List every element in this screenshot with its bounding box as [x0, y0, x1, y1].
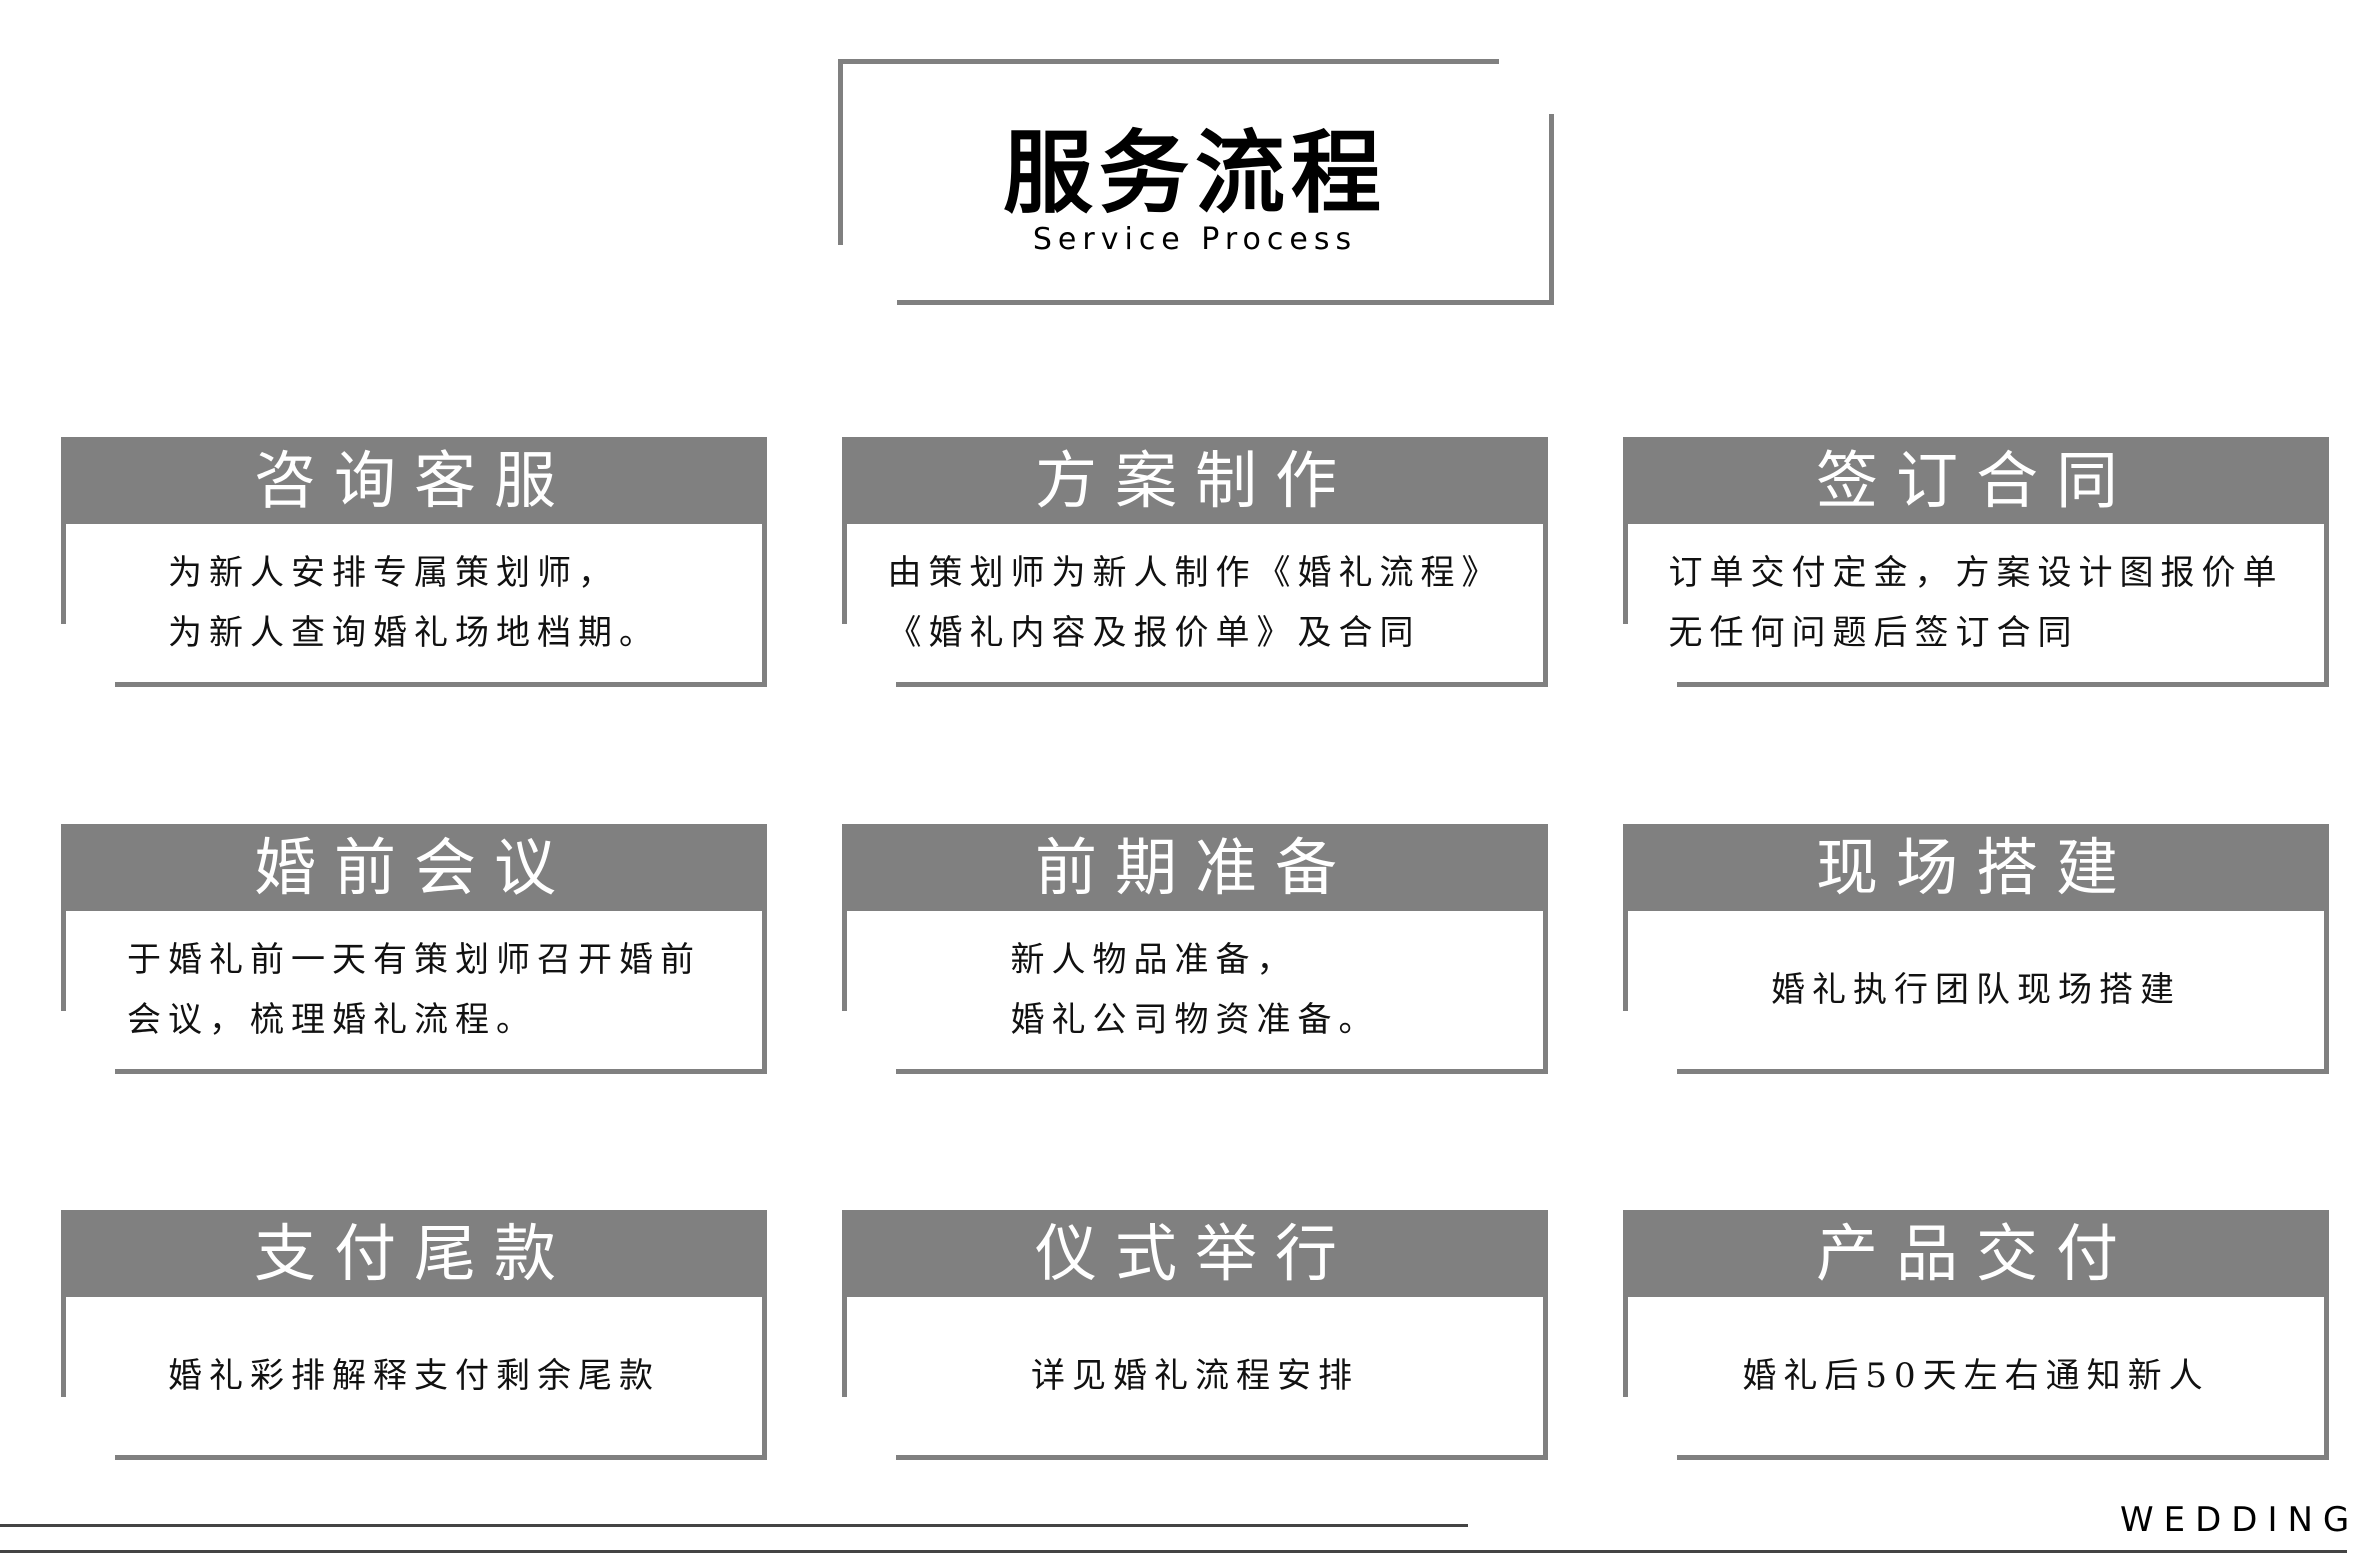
card-border-right: [2324, 911, 2329, 1074]
step-description: 由策划师为新人制作《婚礼流程》《婚礼内容及报价单》及合同: [888, 543, 1503, 663]
card-border-bottom: [1677, 682, 2329, 687]
card-border-right: [762, 1297, 767, 1460]
card-border-bottom: [1677, 1455, 2329, 1460]
card-border-bottom: [896, 682, 1548, 687]
page-subtitle: Service Process: [1032, 222, 1358, 257]
card-border-bottom: [115, 1069, 767, 1074]
step-card: 产品交付 婚礼后50天左右通知新人: [1623, 1210, 2329, 1460]
step-body: 婚礼执行团队现场搭建: [1631, 911, 2321, 1069]
page-title: 服务流程: [1003, 121, 1387, 226]
step-title: 方案制作: [842, 437, 1548, 524]
card-border-bottom: [1677, 1069, 2329, 1074]
step-description: 婚礼彩排解释支付剩余尾款: [168, 1346, 660, 1406]
card-border-left: [61, 1297, 66, 1397]
card-border-left: [1623, 911, 1628, 1011]
card-border-right: [1543, 1297, 1548, 1460]
step-title: 现场搭建: [1623, 824, 2329, 911]
card-border-bottom: [896, 1455, 1548, 1460]
card-border-left: [61, 524, 66, 624]
step-body: 订单交付定金，方案设计图报价单无任何问题后签订合同: [1631, 524, 2321, 682]
card-border-right: [762, 911, 767, 1074]
step-description-line: 详见婚礼流程安排: [1031, 1356, 1359, 1396]
step-description: 详见婚礼流程安排: [1031, 1346, 1359, 1406]
title-frame-left: [838, 59, 843, 245]
step-card: 仪式举行 详见婚礼流程安排: [842, 1210, 1548, 1460]
card-border-bottom: [896, 1069, 1548, 1074]
step-body: 为新人安排专属策划师， 为新人查询婚礼场地档期。: [69, 524, 759, 682]
step-description: 为新人安排专属策划师， 为新人查询婚礼场地档期。: [168, 543, 660, 663]
step-body: 新人物品准备， 婚礼公司物资准备。: [850, 911, 1540, 1069]
step-description-line: 新人物品准备，: [1010, 940, 1298, 980]
card-border-left: [842, 911, 847, 1011]
card-border-left: [842, 524, 847, 624]
card-border-bottom: [115, 1455, 767, 1460]
step-card: 支付尾款 婚礼彩排解释支付剩余尾款: [61, 1210, 767, 1460]
step-description-line: 为新人安排专属策划师，: [168, 553, 619, 593]
step-description-line: 婚礼公司物资准备。: [1010, 1000, 1380, 1040]
card-border-left: [1623, 1297, 1628, 1397]
step-body: 由策划师为新人制作《婚礼流程》《婚礼内容及报价单》及合同: [850, 524, 1540, 682]
step-description-line: 为新人查询婚礼场地档期。: [168, 613, 660, 653]
step-description-line: 婚礼执行团队现场搭建: [1771, 970, 2181, 1010]
step-card: 婚前会议 于婚礼前一天有策划师召开婚前会议，梳理婚礼流程。: [61, 824, 767, 1074]
step-card: 签订合同 订单交付定金，方案设计图报价单无任何问题后签订合同: [1623, 437, 2329, 687]
card-border-right: [762, 524, 767, 687]
step-title: 前期准备: [842, 824, 1548, 911]
footer-label: WEDDING: [2120, 1500, 2360, 1540]
step-description-line: 无任何问题后签订合同: [1668, 613, 2079, 653]
card-border-bottom: [115, 682, 767, 687]
step-body: 婚礼彩排解释支付剩余尾款: [69, 1297, 759, 1455]
step-description: 婚礼后50天左右通知新人: [1742, 1346, 2209, 1406]
step-description: 于婚礼前一天有策划师召开婚前会议，梳理婚礼流程。: [127, 930, 701, 1050]
title-frame-right: [1549, 114, 1554, 304]
card-border-left: [1623, 524, 1628, 624]
card-border-right: [1543, 524, 1548, 687]
card-border-right: [2324, 524, 2329, 687]
step-body: 婚礼后50天左右通知新人: [1631, 1297, 2321, 1455]
step-description-line: 婚礼彩排解释支付剩余尾款: [168, 1356, 660, 1396]
footer-line-top: [0, 1524, 1468, 1527]
step-description: 新人物品准备， 婚礼公司物资准备。: [1011, 930, 1380, 1050]
card-border-right: [1543, 911, 1548, 1074]
step-title: 产品交付: [1623, 1210, 2329, 1297]
step-description-line: 于婚礼前一天有策划师召开婚前: [127, 940, 701, 980]
step-card: 前期准备 新人物品准备， 婚礼公司物资准备。: [842, 824, 1548, 1074]
step-description-line: 婚礼后50天左右通知新人: [1742, 1356, 2210, 1396]
footer-line-bottom: [0, 1550, 2347, 1553]
step-description-line: 订单交付定金，方案设计图报价单: [1668, 553, 2284, 593]
card-border-left: [61, 911, 66, 1011]
title-frame-top: [838, 59, 1499, 64]
step-description-line: 会议，梳理婚礼流程。: [127, 1000, 537, 1040]
card-border-right: [2324, 1297, 2329, 1460]
step-description-line: 《婚礼内容及报价单》及合同: [887, 613, 1421, 653]
step-title: 支付尾款: [61, 1210, 767, 1297]
step-title: 仪式举行: [842, 1210, 1548, 1297]
step-card: 咨询客服 为新人安排专属策划师， 为新人查询婚礼场地档期。: [61, 437, 767, 687]
step-body: 详见婚礼流程安排: [850, 1297, 1540, 1455]
title-frame-bottom: [897, 300, 1554, 305]
step-description: 婚礼执行团队现场搭建: [1771, 960, 2181, 1020]
step-card: 方案制作 由策划师为新人制作《婚礼流程》《婚礼内容及报价单》及合同: [842, 437, 1548, 687]
step-body: 于婚礼前一天有策划师召开婚前会议，梳理婚礼流程。: [69, 911, 759, 1069]
step-title: 婚前会议: [61, 824, 767, 911]
step-card: 现场搭建 婚礼执行团队现场搭建: [1623, 824, 2329, 1074]
step-title: 签订合同: [1623, 437, 2329, 524]
step-description-line: 由策划师为新人制作《婚礼流程》: [887, 553, 1503, 593]
step-description: 订单交付定金，方案设计图报价单无任何问题后签订合同: [1669, 543, 2284, 663]
step-title: 咨询客服: [61, 437, 767, 524]
card-border-left: [842, 1297, 847, 1397]
